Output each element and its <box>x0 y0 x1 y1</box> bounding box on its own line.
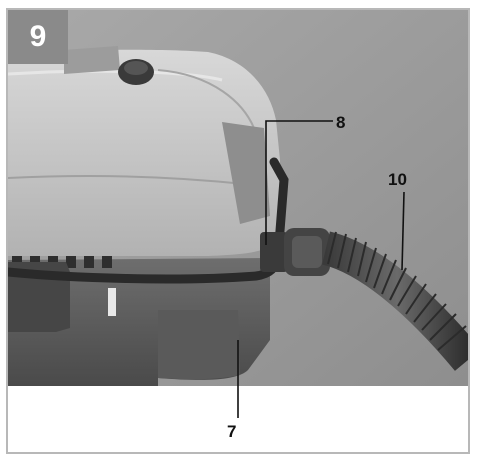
callout-label-10: 10 <box>388 170 407 189</box>
motor-housing <box>8 49 280 256</box>
hose-ribs <box>327 231 467 351</box>
figure-number-badge: 9 <box>8 10 68 64</box>
product-photo <box>8 10 468 386</box>
callout-label-7: 7 <box>227 422 237 441</box>
figure-frame: 9 <box>6 8 470 454</box>
vacuum-illustration <box>8 10 468 386</box>
hose-connector <box>260 232 288 272</box>
callout-label-8: 8 <box>336 113 346 132</box>
